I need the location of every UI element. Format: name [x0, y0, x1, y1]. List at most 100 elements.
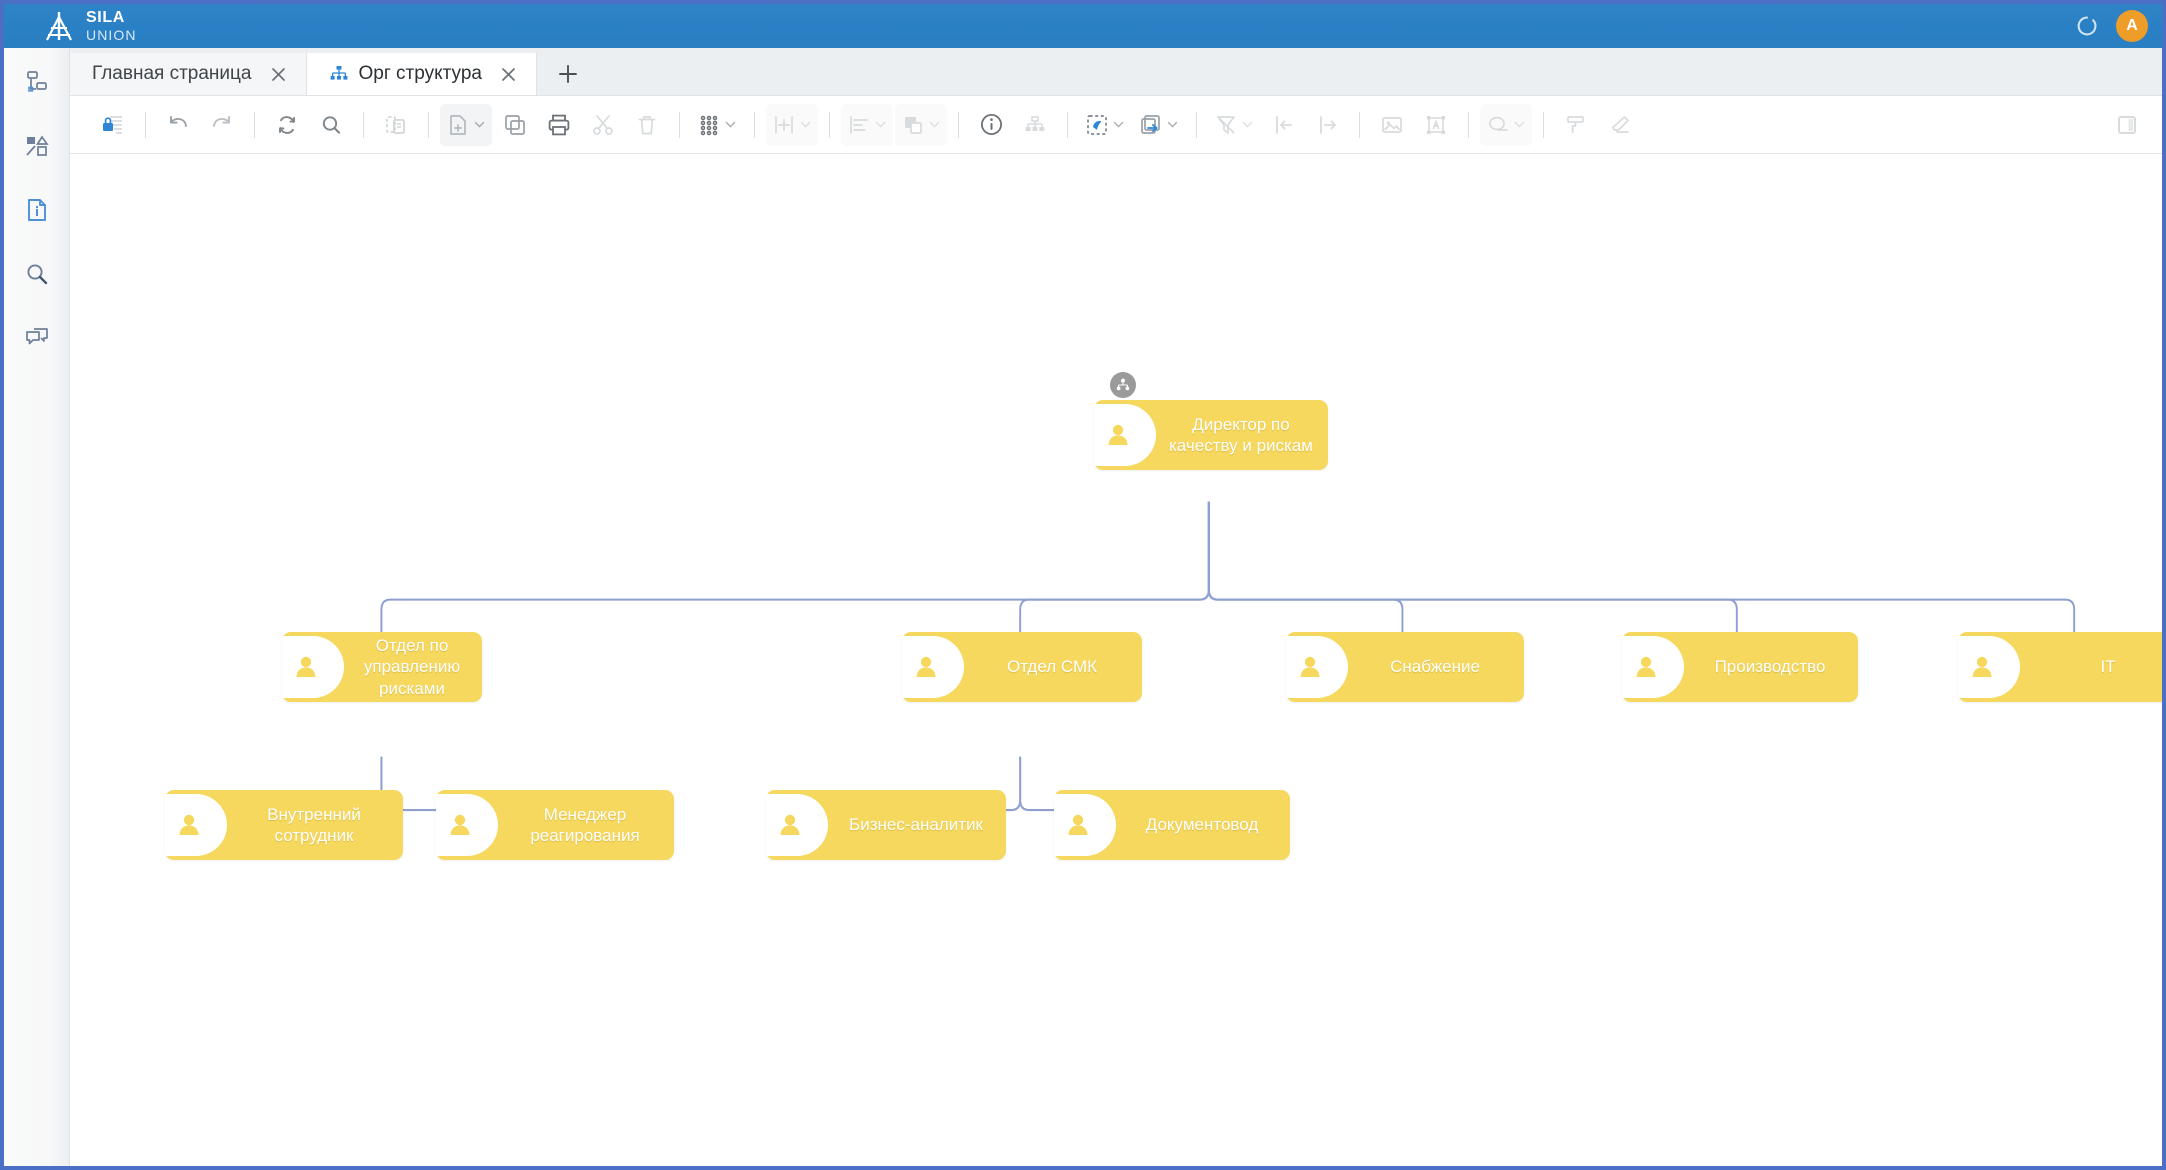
toolbar-separator	[145, 112, 146, 138]
toolbar-export[interactable]	[1133, 104, 1185, 146]
clear-format-icon	[1608, 113, 1632, 137]
toolbar-arrange-order[interactable]	[895, 104, 947, 146]
toggle-side-panel-icon	[2115, 113, 2139, 137]
node-person-avatar-icon	[902, 636, 964, 698]
toolbar-insert-image[interactable]	[1371, 104, 1413, 146]
toolbar-lock-document[interactable]	[92, 104, 134, 146]
hierarchy-badge-icon[interactable]	[1110, 372, 1136, 398]
toolbar-undo[interactable]	[157, 104, 199, 146]
sila-union-logo-icon	[42, 11, 76, 41]
arrange-order-icon	[901, 113, 925, 137]
diagram-canvas[interactable]: Директор по качеству и рискамОтдел по уп…	[70, 154, 2162, 1166]
tab-label: Орг структура	[359, 63, 482, 85]
toolbar-refresh[interactable]	[266, 104, 308, 146]
insert-column-icon	[772, 113, 796, 137]
node-person-avatar-icon	[766, 794, 828, 856]
tab-close-icon[interactable]	[498, 63, 520, 85]
toolbar-insert-column[interactable]	[766, 104, 818, 146]
rail-item-shapes[interactable]	[15, 126, 59, 166]
tab-close-icon[interactable]	[268, 63, 290, 85]
toolbar-separator	[363, 112, 364, 138]
indent-left-icon	[1271, 113, 1295, 137]
org-chart: Директор по качеству и рискамОтдел по уп…	[70, 154, 2162, 1166]
toolbar-copy[interactable]	[494, 104, 536, 146]
cut-icon	[591, 113, 615, 137]
user-avatar[interactable]: A	[2116, 10, 2148, 42]
toolbar-indent-right[interactable]	[1306, 104, 1348, 146]
toolbar-grid-layout[interactable]	[691, 104, 743, 146]
org-node[interactable]: Снабжение	[1286, 632, 1524, 702]
toolbar-redo[interactable]	[201, 104, 243, 146]
node-person-avatar-icon	[436, 794, 498, 856]
tab-strip: Главная страница Орг структура	[70, 48, 2162, 96]
org-chart-icon	[329, 65, 349, 83]
org-node[interactable]: IT	[1958, 632, 2162, 702]
chevron-down-icon	[874, 118, 887, 131]
toolbar-indent-left[interactable]	[1262, 104, 1304, 146]
toolbar-cut[interactable]	[582, 104, 624, 146]
toolbar-insert-text[interactable]	[1415, 104, 1457, 146]
rail-item-document-properties[interactable]	[15, 190, 59, 230]
chevron-down-icon	[724, 118, 737, 131]
toolbar-clear-format[interactable]	[1599, 104, 1641, 146]
chevron-down-icon	[1166, 118, 1179, 131]
toolbar-separator	[1543, 112, 1544, 138]
toolbar-hierarchy[interactable]	[1014, 104, 1056, 146]
toolbar-separator	[1468, 112, 1469, 138]
toolbar-separator	[1067, 112, 1068, 138]
shape-style-icon	[1486, 113, 1510, 137]
chevron-down-icon	[473, 118, 486, 131]
toolbar-selection[interactable]	[1079, 104, 1131, 146]
toolbar-info[interactable]	[970, 104, 1012, 146]
toolbar-paste[interactable]	[375, 104, 417, 146]
chevron-down-icon	[1513, 118, 1526, 131]
rail-item-structure-tree[interactable]	[15, 62, 59, 102]
rail-item-comments[interactable]	[15, 318, 59, 358]
grid-layout-icon	[697, 113, 721, 137]
print-icon	[547, 113, 571, 137]
hierarchy-icon	[1023, 113, 1047, 137]
toolbar-delete[interactable]	[626, 104, 668, 146]
toolbar-print[interactable]	[538, 104, 580, 146]
toolbar-separator	[254, 112, 255, 138]
comments-icon	[24, 325, 50, 351]
org-node[interactable]: Внутренний сотрудник	[165, 790, 403, 860]
tab-label: Главная страница	[92, 63, 252, 85]
chevron-down-icon	[1241, 118, 1254, 131]
align-icon	[847, 113, 871, 137]
node-person-avatar-icon	[282, 636, 344, 698]
org-node[interactable]: Документовод	[1054, 790, 1290, 860]
org-node[interactable]: Бизнес-аналитик	[766, 790, 1006, 860]
node-person-avatar-icon	[1622, 636, 1684, 698]
delete-icon	[635, 113, 659, 137]
toolbar-new-object[interactable]	[440, 104, 492, 146]
node-person-avatar-icon	[1094, 404, 1156, 466]
org-node[interactable]: Отдел СМК	[902, 632, 1142, 702]
toolbar-search[interactable]	[310, 104, 352, 146]
toolbar-filter[interactable]	[1208, 104, 1260, 146]
tab-main-page[interactable]: Главная страница	[70, 53, 307, 95]
toolbar-separator	[679, 112, 680, 138]
new-tab-button[interactable]	[537, 53, 599, 95]
insert-text-icon	[1424, 113, 1448, 137]
chevron-down-icon	[928, 118, 941, 131]
org-node[interactable]: Производство	[1622, 632, 1858, 702]
node-person-avatar-icon	[1958, 636, 2020, 698]
rail-item-search[interactable]	[15, 254, 59, 294]
org-node[interactable]: Отдел по управлению рисками	[282, 632, 482, 702]
shapes-palette-icon	[24, 133, 50, 159]
toolbar-shape-style[interactable]	[1480, 104, 1532, 146]
chevron-down-icon	[1112, 118, 1125, 131]
export-icon	[1139, 113, 1163, 137]
toolbar-toggle-side-panel[interactable]	[2106, 104, 2148, 146]
org-node[interactable]: Директор по качеству и рискам	[1094, 400, 1328, 470]
paste-icon	[384, 113, 408, 137]
node-person-avatar-icon	[165, 794, 227, 856]
toolbar-align[interactable]	[841, 104, 893, 146]
brand-name-secondary: UNION	[86, 28, 137, 42]
toolbar-separator	[1196, 112, 1197, 138]
toolbar-format-painter[interactable]	[1555, 104, 1597, 146]
tab-org-structure[interactable]: Орг структура	[307, 53, 537, 95]
org-node[interactable]: Менеджер реагирования	[436, 790, 674, 860]
title-bar: SILA UNION A	[4, 4, 2162, 48]
